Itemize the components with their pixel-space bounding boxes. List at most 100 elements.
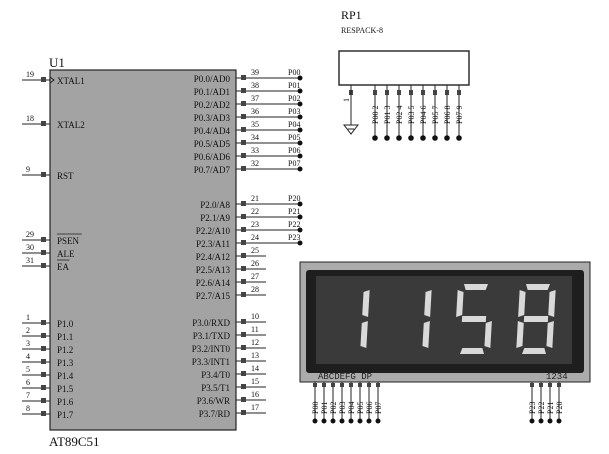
pin-name: RST (57, 171, 74, 181)
pin-name: P2.1/A9 (200, 213, 230, 223)
pin-number: 2 (26, 326, 30, 335)
pin-number: 37 (251, 94, 259, 103)
net-label: P04 (347, 402, 356, 414)
display-digit-pin[interactable]: P20 (555, 382, 564, 424)
rp1-pin[interactable]: P04 6 (419, 85, 428, 141)
pin-number: 28 (251, 285, 259, 294)
rp1-pin[interactable]: P00 2 (371, 85, 380, 141)
u1-pin-4[interactable]: 4P1.3 (22, 352, 74, 368)
u1-part: AT89C51 (49, 434, 100, 449)
display-seg-pin[interactable]: P05 (356, 382, 365, 424)
net-label: P22 (288, 220, 300, 229)
pin-name: P3.3/INT1 (192, 357, 230, 367)
rp1-pin-label: P07 9 (455, 106, 464, 124)
microcontroller-u1[interactable]: U1 AT89C51 19XTAL118XTAL29RST29PSEN30ALE… (22, 55, 303, 449)
net-label: P07 (288, 159, 300, 168)
display-seg-pin[interactable]: P07 (374, 382, 383, 424)
display-seg-pin[interactable]: P00 (311, 382, 320, 424)
u1-pin-6[interactable]: 6P1.5 (22, 378, 74, 394)
net-label: P06 (288, 146, 300, 155)
pin-number: 3 (26, 339, 30, 348)
u1-pin-2[interactable]: 2P1.1 (22, 326, 73, 342)
u1-pin-5[interactable]: 5P1.4 (22, 365, 74, 381)
display-seg-pin[interactable]: P04 (347, 382, 356, 424)
segment-e (516, 321, 524, 348)
pin-name: P3.1/TXD (193, 331, 231, 341)
display-digit-pin[interactable]: P23 (528, 382, 537, 424)
pin-name: P1.2 (57, 345, 73, 355)
u1-pin-8[interactable]: 8P1.7 (22, 404, 74, 420)
pin-name: P2.6/A14 (196, 278, 231, 288)
display-digits (360, 284, 556, 354)
pin-name: ALE (57, 249, 75, 259)
segment-f (456, 290, 464, 317)
pin-name: P1.0 (57, 319, 74, 329)
net-label: P20 (555, 402, 564, 414)
rp1-pin[interactable]: P05 7 (431, 85, 440, 141)
digit-label: 1234 (546, 372, 568, 382)
segment-c (484, 321, 492, 348)
segment-label: ABCDEFG DP (318, 372, 372, 382)
pin-number: 1 (26, 313, 30, 322)
net-label: P03 (288, 107, 300, 116)
net-label: P07 (374, 402, 383, 414)
pin-number: 27 (251, 272, 259, 281)
rp1-pin[interactable]: P03 5 (407, 85, 416, 141)
rp1-pin[interactable]: P07 9 (455, 85, 464, 141)
pin-name: P2.3/A11 (196, 239, 230, 249)
u1-pin-7[interactable]: 7P1.6 (22, 391, 74, 407)
display-seg-pin[interactable]: P02 (329, 382, 338, 424)
net-label: P02 (329, 402, 338, 414)
u1-pin-3[interactable]: 3P1.2 (22, 339, 73, 355)
rp1-pin-label: P02 4 (395, 106, 404, 124)
rp1-pin[interactable]: P01 3 (383, 85, 392, 141)
rp1-pin[interactable]: P02 4 (395, 85, 404, 141)
segment-c (546, 321, 554, 348)
display-seg-pin[interactable]: P06 (365, 382, 374, 424)
segment-g (461, 316, 487, 322)
display-digit-pin[interactable]: P22 (537, 382, 546, 424)
u1-pin-1[interactable]: 1P1.0 (22, 313, 74, 329)
rp1-pin[interactable]: P06 8 (443, 85, 452, 141)
display-seg-pin[interactable]: P03 (338, 382, 347, 424)
display-digit-pin[interactable]: P21 (546, 382, 555, 424)
pin-number: 39 (251, 68, 259, 77)
pin-number: 23 (251, 220, 259, 229)
display-seg-pin[interactable]: P01 (320, 382, 329, 424)
pin-name: P0.7/AD7 (194, 165, 231, 175)
net-label: P05 (288, 133, 300, 142)
